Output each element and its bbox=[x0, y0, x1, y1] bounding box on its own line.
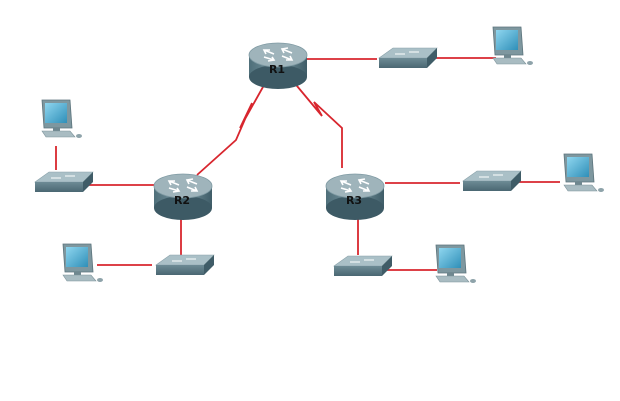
switch-arrows-icon bbox=[350, 259, 374, 263]
router-arrows-icon bbox=[262, 47, 294, 62]
router-r1[interactable]: R1 bbox=[248, 42, 308, 89]
pc-pc1[interactable] bbox=[492, 26, 533, 65]
router-label-r1: R1 bbox=[269, 63, 285, 76]
link-r1-r2 bbox=[196, 77, 269, 176]
keyboard-icon bbox=[435, 275, 470, 283]
mouse-icon bbox=[76, 134, 82, 138]
switch-arrows-icon bbox=[172, 258, 196, 262]
switch-sw1[interactable] bbox=[378, 47, 438, 68]
router-label-r3: R3 bbox=[346, 194, 362, 207]
router-r2[interactable]: R2 bbox=[153, 173, 213, 220]
pc-pc5[interactable] bbox=[435, 244, 476, 283]
keyboard-icon bbox=[41, 130, 76, 138]
keyboard-icon bbox=[62, 274, 97, 282]
router-r3[interactable]: R3 bbox=[325, 173, 385, 220]
switch-arrows-icon bbox=[51, 175, 75, 179]
keyboard-icon bbox=[563, 184, 598, 192]
switch-sw2[interactable] bbox=[34, 171, 94, 192]
switch-sw3[interactable] bbox=[155, 254, 215, 275]
switch-sw5[interactable] bbox=[333, 255, 393, 276]
mouse-icon bbox=[527, 61, 533, 65]
switch-sw4[interactable] bbox=[462, 170, 522, 191]
links-layer bbox=[55, 57, 560, 271]
link-r1-r3 bbox=[291, 79, 343, 168]
mouse-icon bbox=[470, 279, 476, 283]
router-arrows-icon bbox=[339, 178, 371, 193]
pc-pc3[interactable] bbox=[62, 243, 103, 282]
switch-arrows-icon bbox=[479, 174, 503, 178]
pc-pc4[interactable] bbox=[563, 153, 604, 192]
router-label-r2: R2 bbox=[174, 194, 190, 207]
mouse-icon bbox=[598, 188, 604, 192]
pc-pc2[interactable] bbox=[41, 99, 82, 138]
mouse-icon bbox=[97, 278, 103, 282]
switch-arrows-icon bbox=[395, 51, 419, 55]
keyboard-icon bbox=[492, 57, 527, 65]
router-arrows-icon bbox=[167, 178, 199, 193]
